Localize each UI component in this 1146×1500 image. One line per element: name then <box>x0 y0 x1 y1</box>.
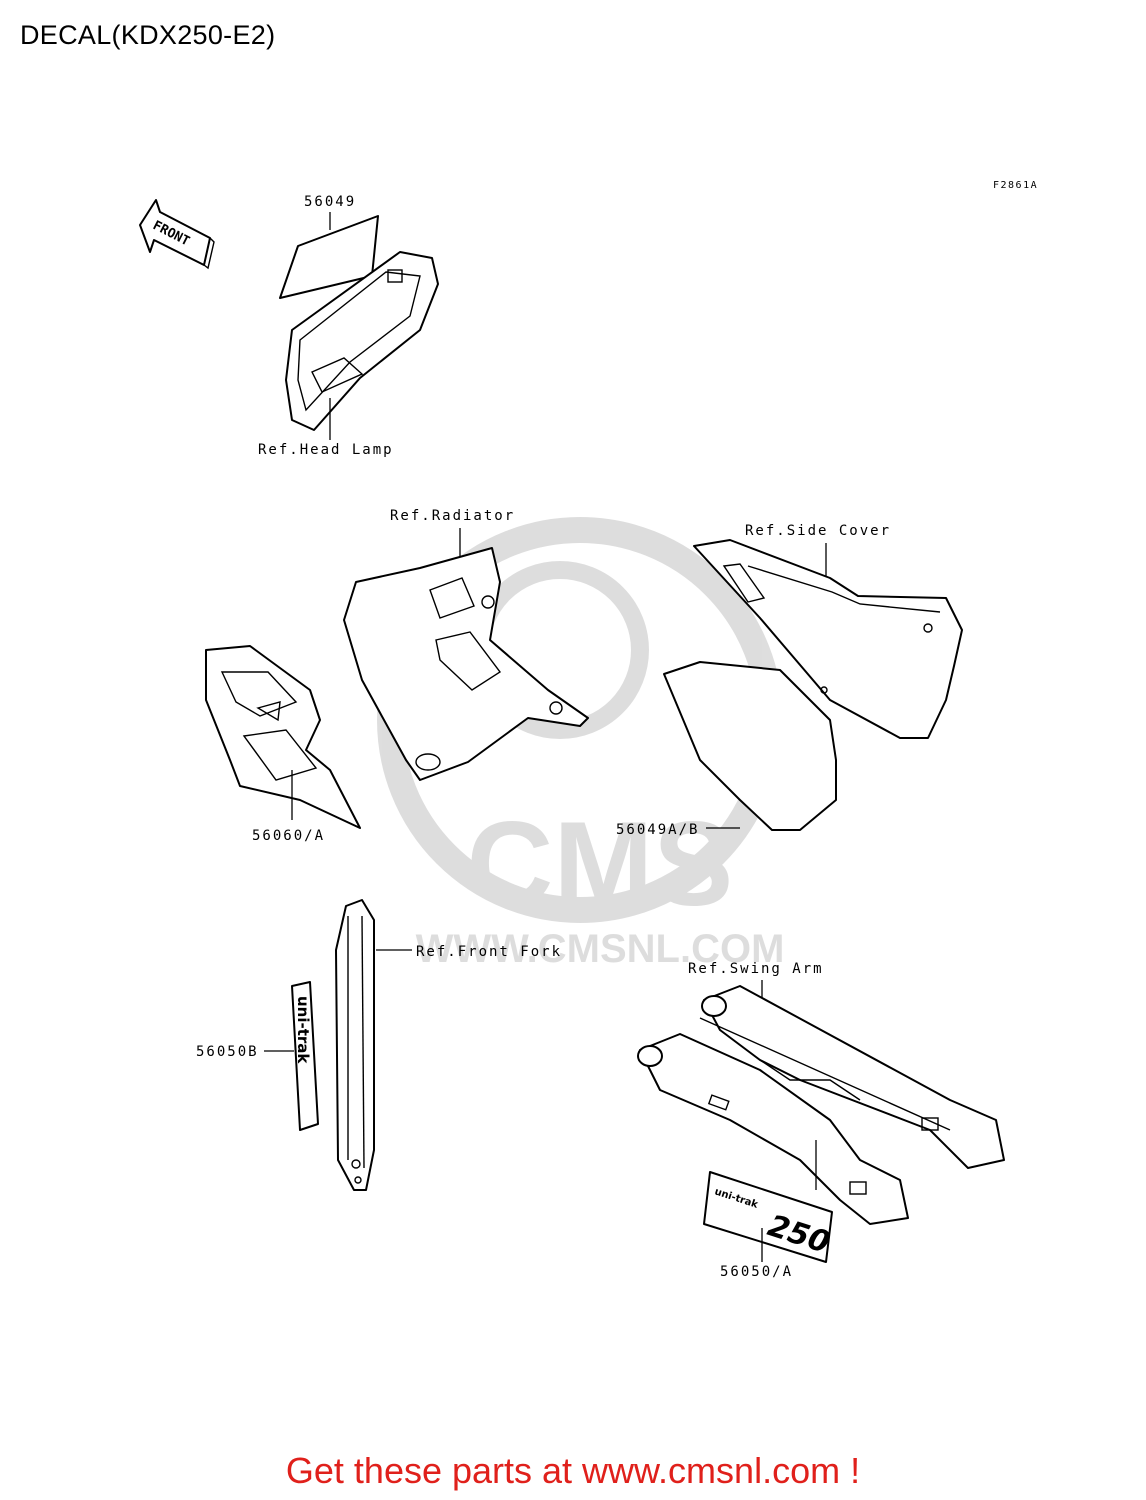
swing-arm <box>637 985 1005 1225</box>
label-56050b[interactable]: 56050B <box>196 1044 259 1060</box>
tank-decal-56060[interactable] <box>205 645 361 829</box>
watermark-logo: CMS <box>467 797 734 931</box>
side-cover-decal-56049ab[interactable] <box>663 661 837 831</box>
label-56060a[interactable]: 56060/A <box>252 828 325 844</box>
label-ref-side-cover[interactable]: Ref.Side Cover <box>745 523 891 539</box>
fork-decal-text: uni-trak <box>294 996 312 1064</box>
get-parts-link[interactable]: Get these parts at www.cmsnl.com ! <box>285 1450 861 1491</box>
label-ref-radiator[interactable]: Ref.Radiator <box>390 508 515 524</box>
label-56049ab[interactable]: 56049A/B <box>616 822 699 838</box>
label-ref-head-lamp[interactable]: Ref.Head Lamp <box>258 442 394 458</box>
figure-code: F2861A <box>993 180 1038 191</box>
label-56049[interactable]: 56049 <box>304 194 356 210</box>
label-56050a[interactable]: 56050/A <box>720 1264 793 1280</box>
headlamp-cover <box>285 251 439 431</box>
radiator-shroud <box>343 547 589 781</box>
front-direction-arrow: FRONT <box>139 199 215 270</box>
watermark-url: WWW.CMSNL.COM <box>416 927 785 971</box>
side-cover <box>693 539 963 739</box>
page-title: DECAL(KDX250-E2) <box>20 20 276 50</box>
label-ref-swing-arm[interactable]: Ref.Swing Arm <box>688 961 824 977</box>
fork-decal-56050b[interactable]: uni-trak <box>291 981 319 1131</box>
front-fork-guard <box>335 899 375 1191</box>
swingarm-decal-56050a[interactable]: uni-trak 250 <box>703 1171 834 1263</box>
label-ref-front-fork[interactable]: Ref.Front Fork <box>416 944 562 960</box>
